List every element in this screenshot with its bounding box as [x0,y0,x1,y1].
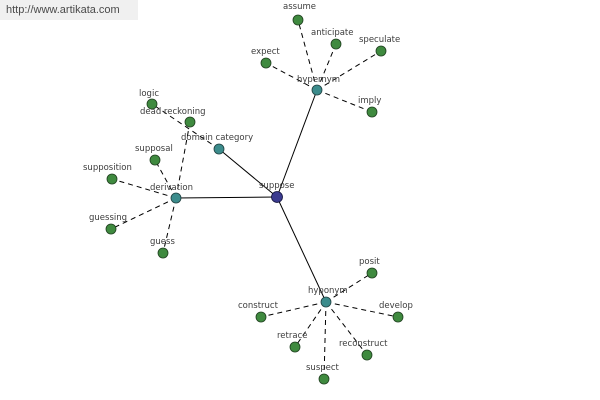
edge-suppose-hypernym [276,89,318,198]
edge-derivation-supposition [111,178,177,199]
node-retrace[interactable] [289,341,301,353]
node-reconstruct[interactable] [361,349,373,361]
node-posit[interactable] [366,267,378,279]
edge-domain-category-logic [151,103,220,150]
node-develop[interactable] [392,311,404,323]
node-assume[interactable] [292,14,304,26]
graph-edges [110,19,399,380]
label-develop: develop [379,301,413,311]
label-anticipate: anticipate [311,28,354,38]
graph-labels: assume anticipate speculate expect imply logi… [83,2,413,373]
label-expect: expect [251,47,280,57]
edge-hyponym-develop [325,301,399,318]
edge-hyponym-retrace [294,301,327,348]
node-speculate[interactable] [375,45,387,57]
node-imply[interactable] [366,106,378,118]
label-construct: construct [238,301,279,311]
label-speculate: speculate [359,35,400,45]
label-retrace: retrace [277,331,307,341]
label-assume: assume [283,2,316,12]
node-logic[interactable] [146,98,158,110]
label-dead-reckoning: dead reckoning [140,107,206,117]
node-derivation[interactable] [170,192,182,204]
label-hypernym: hypernym [297,75,340,85]
label-suspect: suspect [306,363,340,373]
node-suspect[interactable] [318,373,330,385]
edge-suppose-domain-category [218,148,278,198]
edge-derivation-supposal [154,159,177,199]
node-dead-reckoning[interactable] [184,116,196,128]
edge-hyponym-posit [325,272,373,303]
label-supposition: supposition [83,163,132,173]
label-guessing: guessing [89,213,127,223]
node-construct[interactable] [255,311,267,323]
label-supposal: supposal [135,144,173,154]
label-imply: imply [358,96,381,106]
node-guess[interactable] [157,247,169,259]
edge-hyponym-construct [260,301,327,318]
node-hypernym[interactable] [311,84,323,96]
label-hyponym: hyponym [308,286,348,296]
node-supposal[interactable] [149,154,161,166]
edge-hyponym-suspect [323,301,327,380]
edge-hypernym-speculate [316,50,382,91]
label-domain-category: domain category [181,133,253,143]
node-supposition[interactable] [106,173,118,185]
node-anticipate[interactable] [330,38,342,50]
node-hyponym[interactable] [320,296,332,308]
label-derivation: derivation [150,183,193,193]
url-banner[interactable]: http://www.artikata.com [0,0,138,20]
edge-suppose-hyponym [276,196,327,303]
label-posit: posit [359,257,380,267]
edge-hypernym-expect [265,62,318,91]
label-guess: guess [150,237,175,247]
node-suppose[interactable] [271,191,283,203]
edge-hypernym-assume [297,19,318,91]
edge-hypernym-imply [316,89,373,113]
label-logic: logic [139,89,159,99]
edge-derivation-guessing [110,197,177,230]
node-expect[interactable] [260,57,272,69]
node-guessing[interactable] [105,223,117,235]
edge-derivation-guess [162,197,177,254]
label-reconstruct: reconstruct [339,339,388,349]
edge-suppose-derivation [175,196,278,199]
label-suppose: suppose [259,181,294,191]
edge-hyponym-reconstruct [325,301,368,356]
edge-derivation-dead-reckoning [175,121,191,199]
graph-nodes [105,14,404,385]
node-domain-category[interactable] [213,143,225,155]
